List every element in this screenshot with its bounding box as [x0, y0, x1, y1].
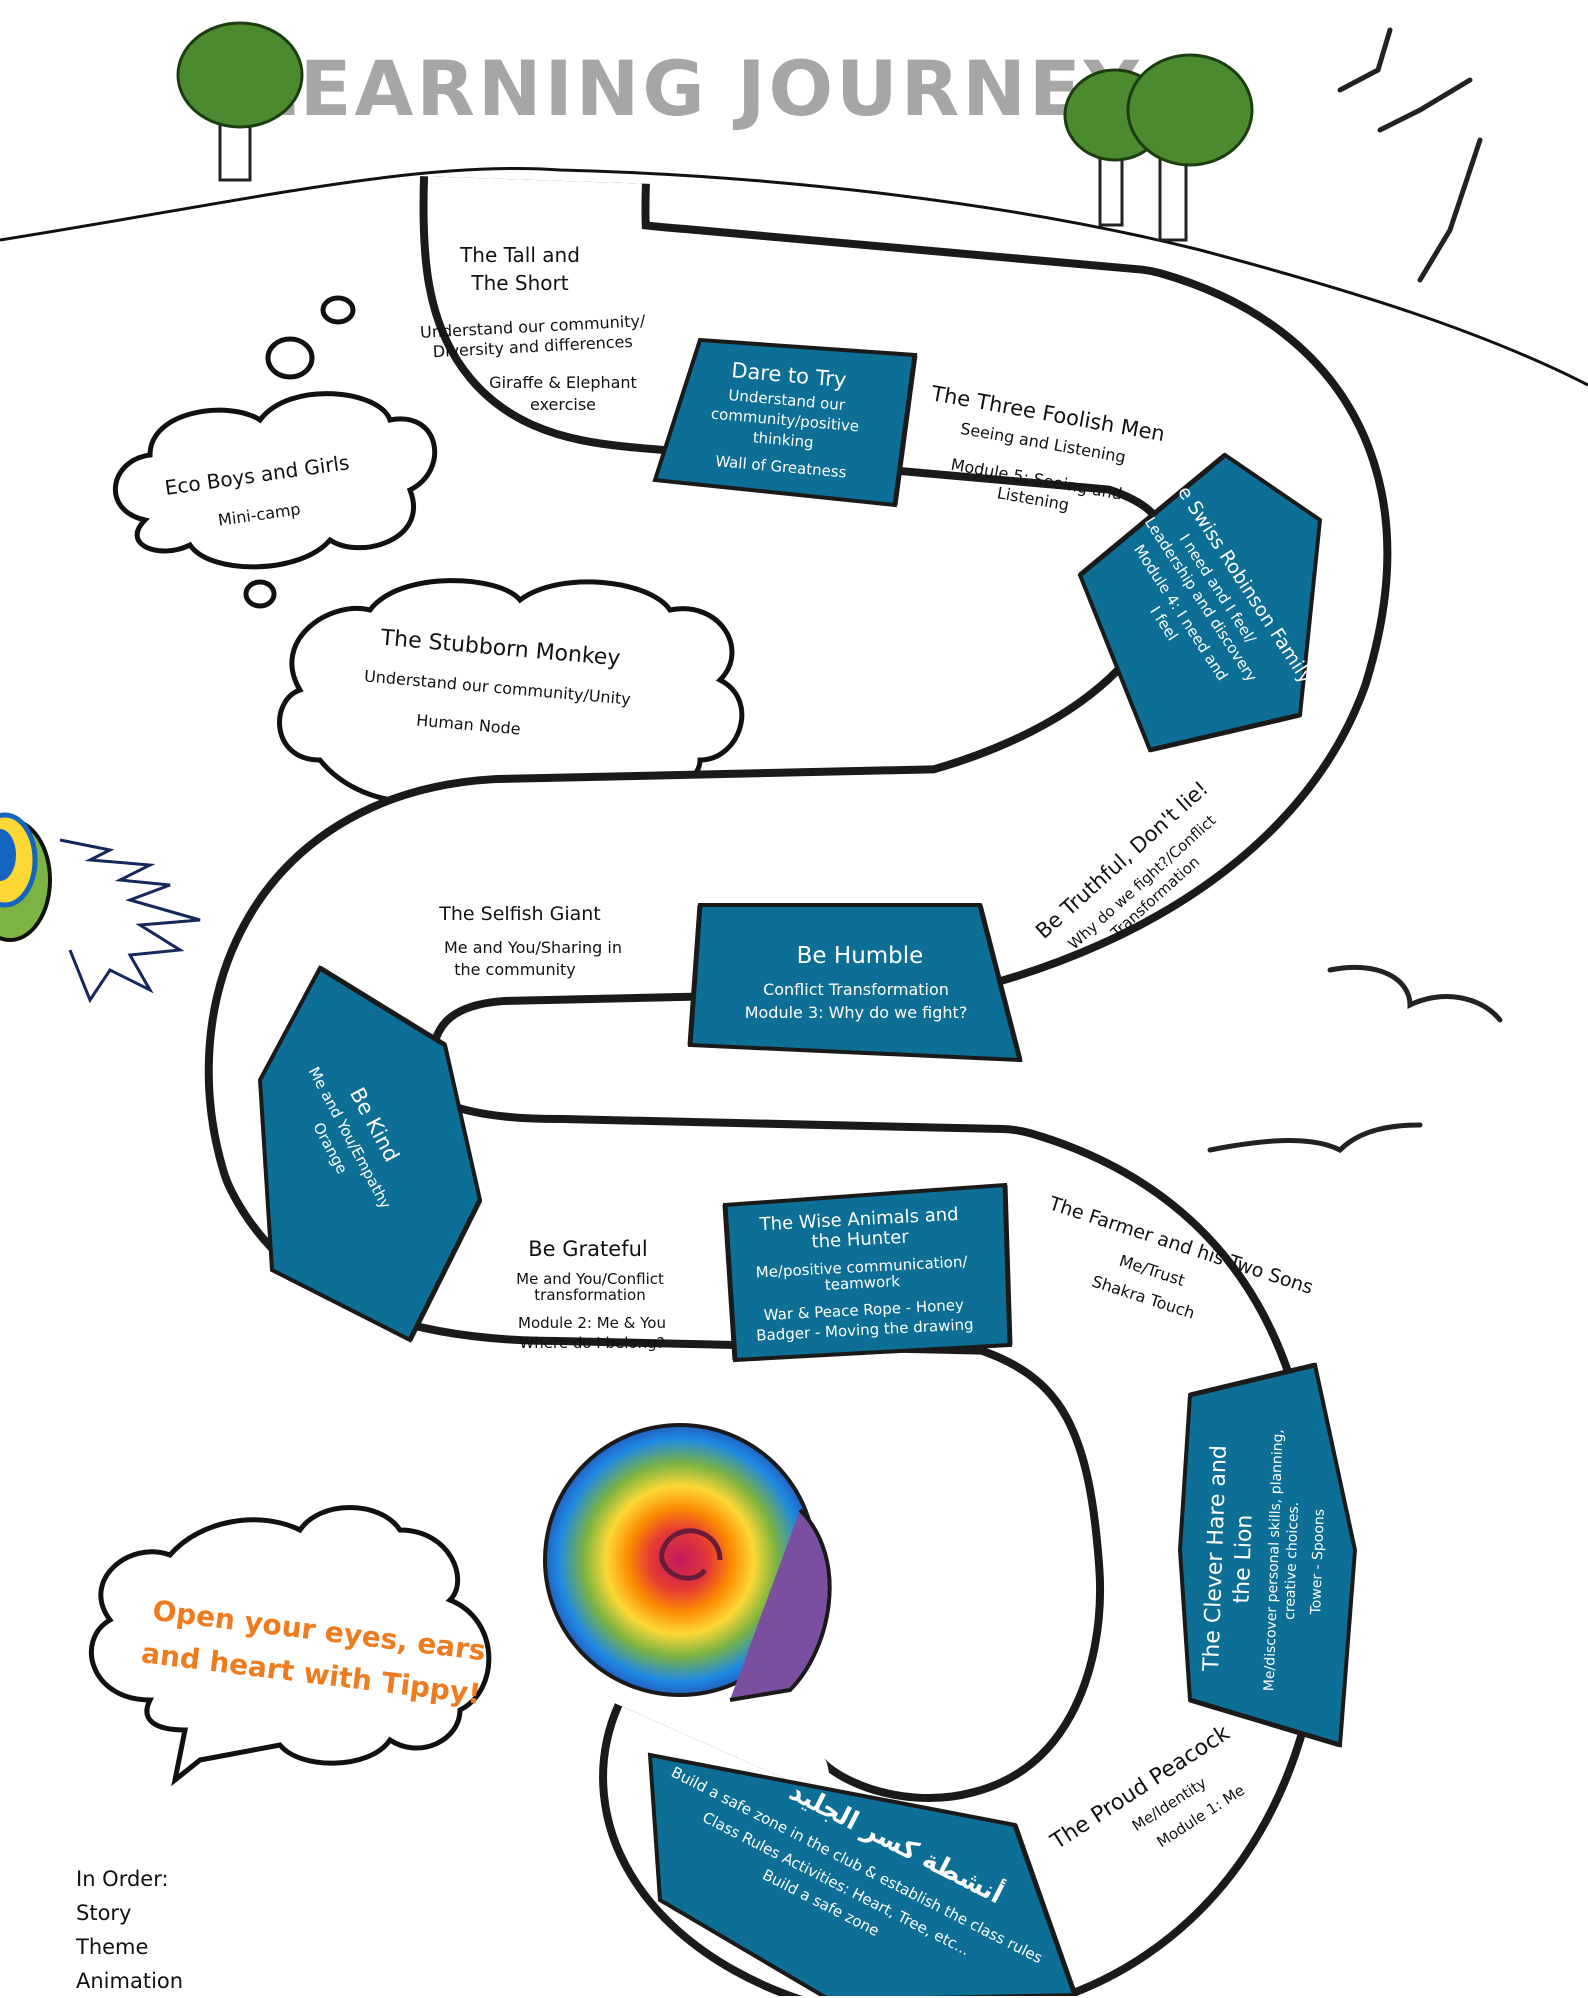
station-grateful-line1: Me and You/Conflict — [516, 1270, 664, 1288]
eco-cloud: Eco Boys and Girls Mini-camp — [113, 391, 438, 570]
page-title: LEARNING JOURNEY — [248, 44, 1142, 133]
station-tall-short-title2: The Short — [470, 271, 568, 295]
station-hare-line2: creative choices. — [1282, 1501, 1302, 1620]
station-humble-title: Be Humble — [797, 943, 924, 969]
station-tall-short-line4: exercise — [530, 395, 596, 414]
partial-snail-icon — [0, 812, 201, 1004]
station-be-grateful: Be Grateful Me and You/Conflict transfor… — [516, 1237, 666, 1352]
station-grateful-title: Be Grateful — [528, 1237, 647, 1261]
tippy-snail-icon — [543, 1423, 832, 1702]
station-tall-short-line3: Giraffe & Elephant — [489, 373, 637, 392]
station-icebreak-bg — [647, 1752, 1078, 1996]
legend-item-story: Story — [76, 1901, 132, 1925]
station-grateful-line2: transformation — [534, 1286, 645, 1304]
hill-outline — [0, 166, 1588, 387]
legend-item-animation: Animation — [76, 1969, 184, 1993]
monkey-cloud: The Stubborn Monkey Understand our commu… — [277, 578, 745, 807]
trees-icon — [1063, 53, 1254, 242]
station-giant-line1: Me and You/Sharing in — [444, 938, 622, 957]
station-giant-title: The Selfish Giant — [438, 903, 601, 925]
station-hare-title2: the Lion — [1229, 1514, 1257, 1604]
tippy-speech-cloud: Open your eyes, ears and heart with Tipp… — [89, 1505, 492, 1787]
station-humble-line2: Module 3: Why do we fight? — [745, 1003, 968, 1022]
station-humble-line1: Conflict Transformation — [763, 980, 949, 999]
tree-icon — [176, 21, 304, 182]
station-be-humble: Be Humble Conflict Transformation Module… — [745, 943, 968, 1022]
station-hare-line3: Tower - Spoons — [1308, 1509, 1328, 1616]
station-tall-short-title1: The Tall and — [459, 243, 580, 267]
station-dare-line3: thinking — [752, 428, 814, 451]
order-legend: In Order: Story Theme Animation — [76, 1862, 183, 1998]
legend-heading: In Order: — [76, 1867, 169, 1891]
blue-stations — [257, 337, 1358, 1996]
birds-icon — [1207, 27, 1503, 1154]
station-grateful-line4: Where do I belong? — [519, 1334, 664, 1352]
thought-dots — [243, 295, 356, 609]
station-wise-line2: teamwork — [824, 1272, 900, 1294]
station-selfish-giant: The Selfish Giant Me and You/Sharing in … — [438, 903, 622, 979]
station-grateful-line3: Module 2: Me & You — [518, 1314, 666, 1332]
station-wise-title2: the Hunter — [811, 1226, 910, 1252]
station-dividers — [318, 354, 1341, 1996]
station-giant-line2: the community — [454, 960, 576, 979]
legend-item-theme: Theme — [76, 1935, 149, 1959]
